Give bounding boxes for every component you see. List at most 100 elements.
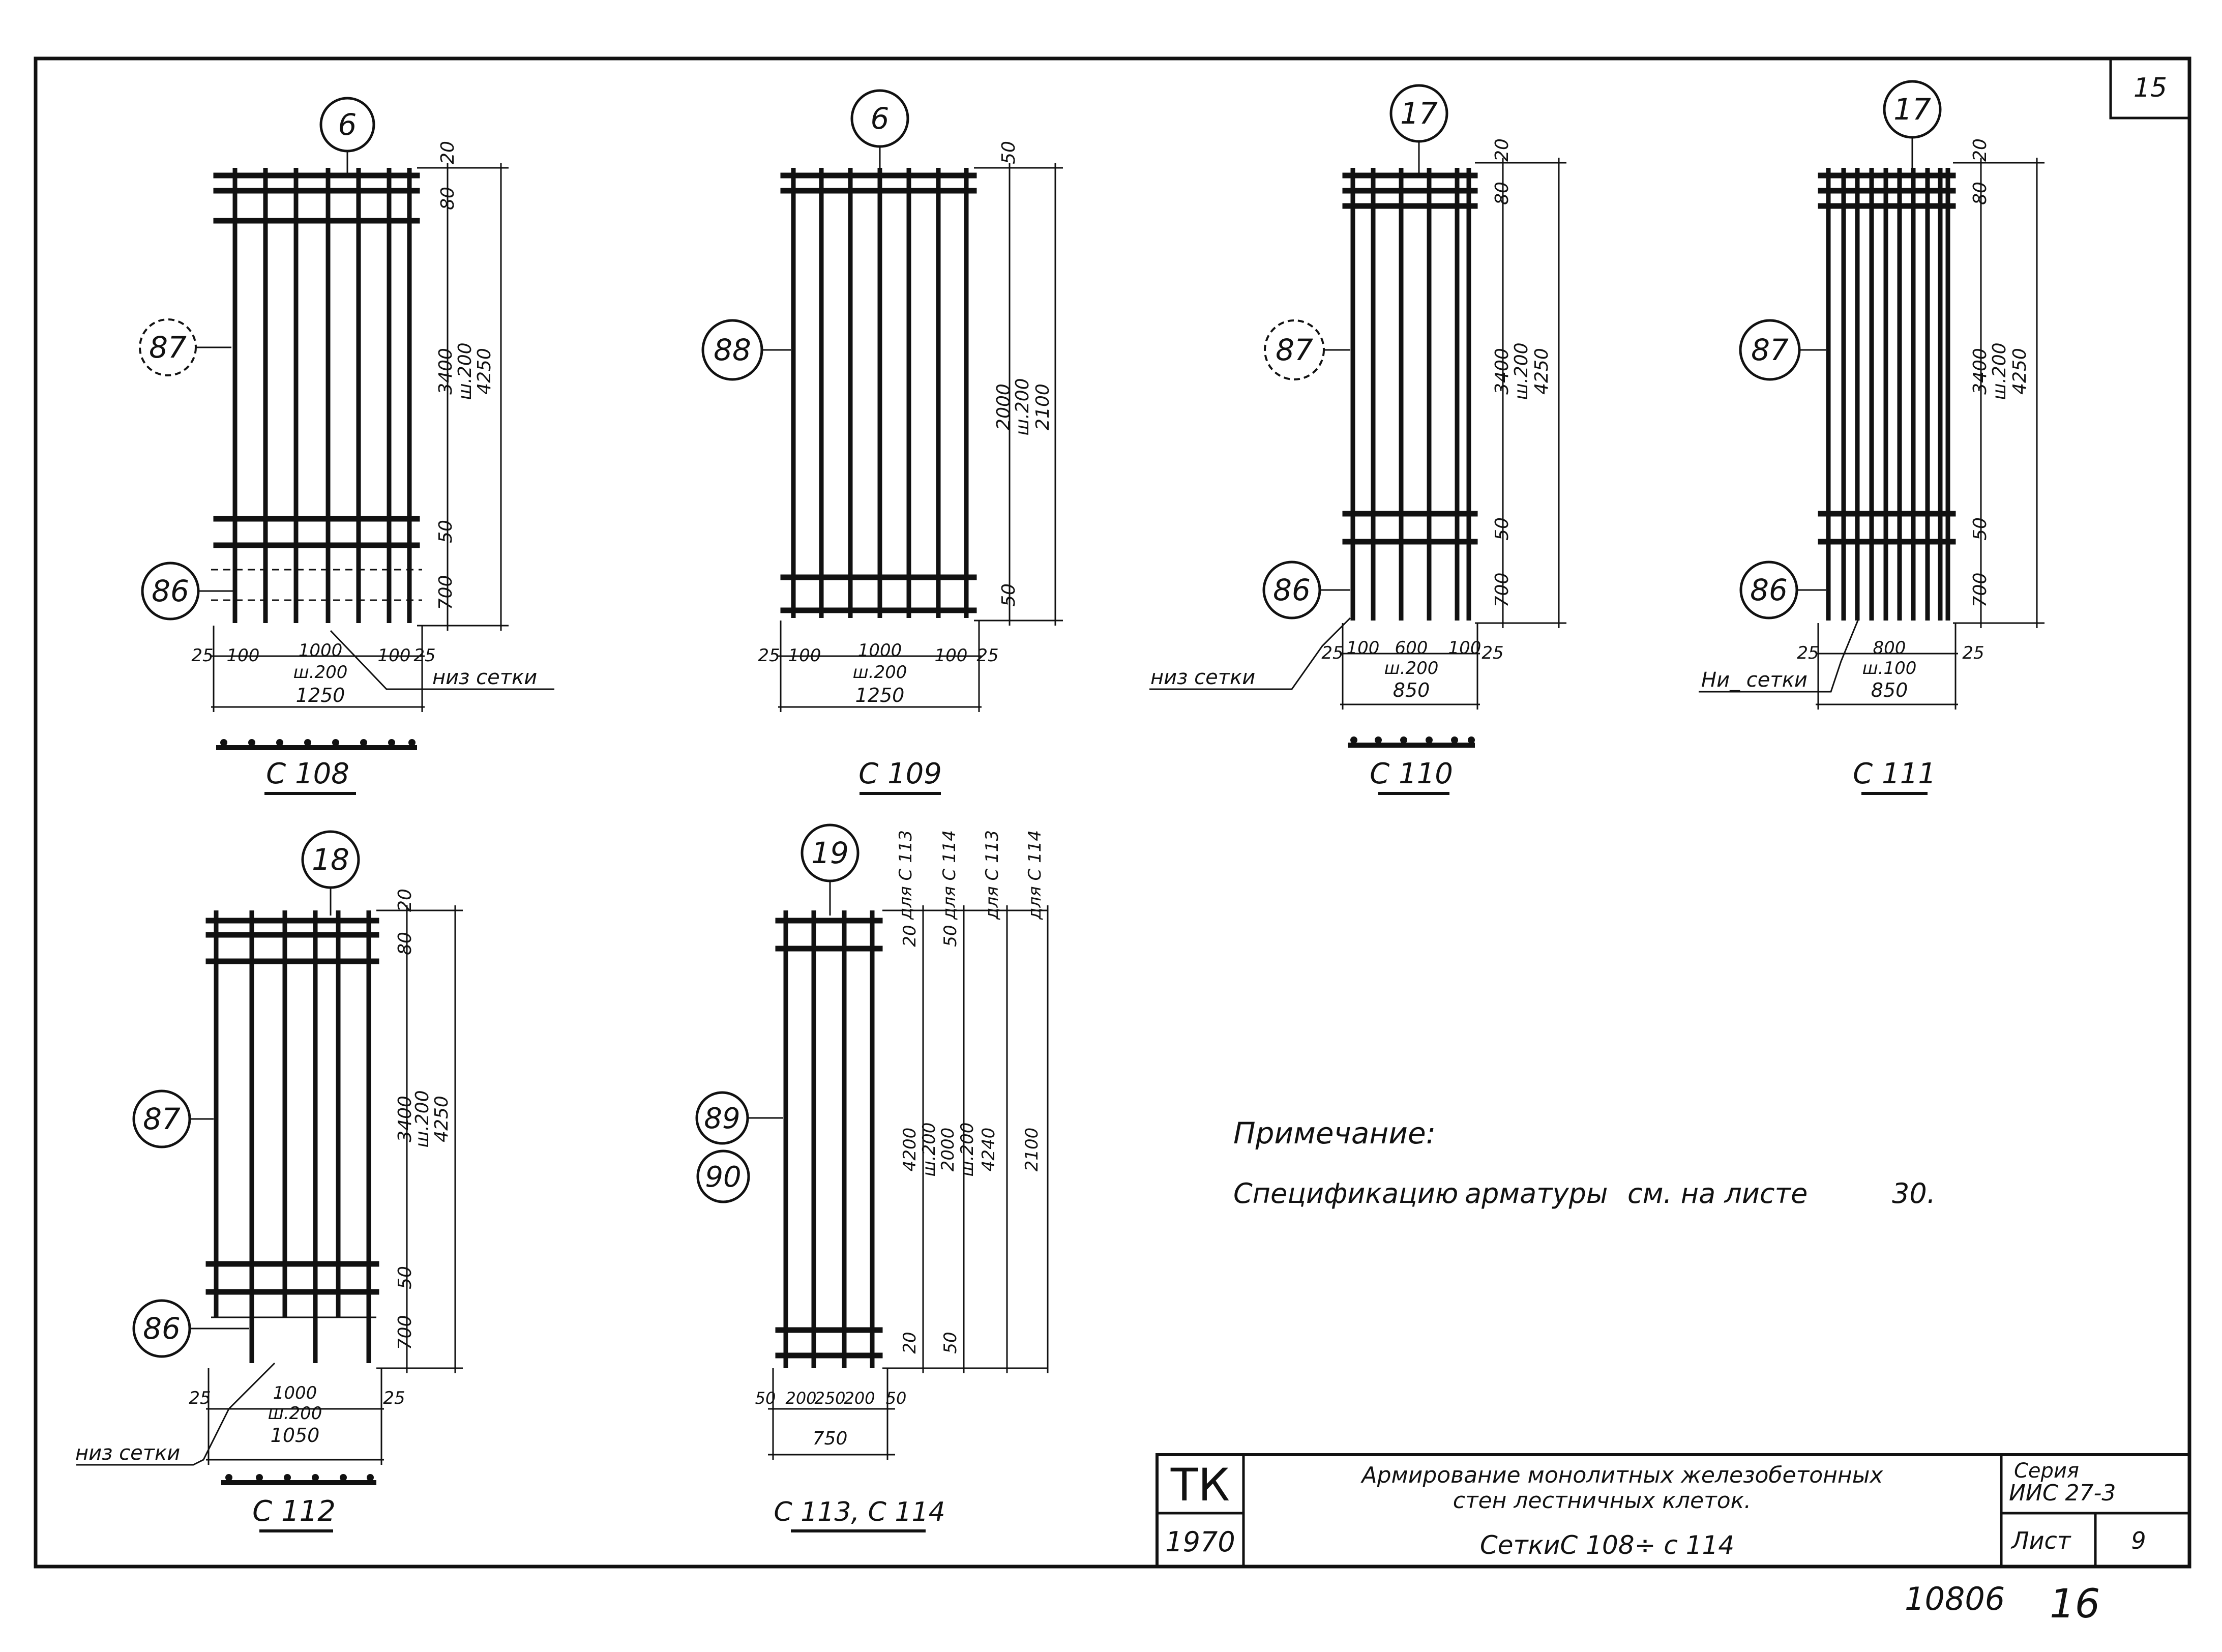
sheet-label: Лист (2010, 1527, 2071, 1554)
dim-label: 25 (976, 645, 998, 666)
mesh-c111 (1818, 168, 1956, 621)
dim-label: 750 (813, 1428, 848, 1449)
dim-label: 850 (1393, 679, 1430, 701)
marker-c112-side-1: 87 (132, 1089, 214, 1148)
dim-label: 50 (998, 141, 1019, 164)
mesh-symbol-c112 (221, 1474, 376, 1485)
dim-label: 20 (900, 1332, 920, 1353)
marker-c113-side-2: 90 (696, 1149, 750, 1203)
dimensions-c110: 20 80 3400 ш.200 4250 50 700 25 100 600 … (1149, 138, 1566, 710)
marker-label: 19 (811, 836, 849, 870)
dim-label: 80 (1970, 182, 1991, 205)
dim-label: 200 (844, 1389, 875, 1408)
archive-number: 10806 (1905, 1580, 2005, 1617)
dim-label: 700 (1492, 573, 1513, 608)
marker-label: 87 (1751, 333, 1789, 367)
dim-label: 25 (189, 1388, 211, 1408)
mesh-bottom-label: низ сетки (1150, 666, 1255, 689)
marker-label: 90 (705, 1161, 741, 1194)
marker-label: 17 (1893, 92, 1931, 127)
column-label: для С 113 (982, 830, 1002, 920)
marker-c109-top: 6 (850, 89, 909, 173)
mesh-caption-c109: С 109 (858, 757, 942, 790)
dim-label: 800 (1873, 638, 1906, 658)
dim-label: 4250 (2009, 348, 2030, 395)
dim-label: 3400 (1970, 348, 1991, 395)
dim-label: 250 (814, 1389, 845, 1408)
marker-c110-side-1: 87 (1264, 319, 1350, 380)
dim-label: 4240 (979, 1128, 999, 1172)
dim-label: 2000 (993, 383, 1014, 430)
column-label: для С 114 (939, 830, 960, 920)
dim-label: 20 (900, 925, 920, 947)
mesh-c108 (211, 168, 422, 623)
corner-box (2109, 58, 2189, 120)
mesh-bottom-label: низ сетки (432, 666, 537, 689)
note-block: Примечание: Спецификацию арматуры см. на… (1233, 1116, 1936, 1210)
dim-label: 20 (1492, 138, 1513, 162)
note-word: Спецификацию (1233, 1177, 1458, 1210)
mesh-c110 (1342, 168, 1478, 621)
dim-label: 50 (1970, 517, 1991, 541)
marker-c112-side-2: 86 (132, 1299, 249, 1358)
dimensions-c112: 20 80 3400 ш.200 4250 50 700 25 1000 ш.2… (75, 889, 463, 1466)
marker-c108-top: 6 (319, 97, 375, 173)
dim-label: 1050 (271, 1424, 320, 1447)
marker-label: 17 (1400, 96, 1438, 131)
dim-label: ш.200 (455, 342, 476, 400)
dim-label: 600 (1395, 638, 1428, 658)
series-label: Серия (2014, 1459, 2079, 1483)
marker-c112-top: 18 (301, 830, 360, 916)
dim-label: ш.200 (293, 662, 348, 683)
note-word: арматуры (1465, 1177, 1608, 1210)
mesh-symbol-c108 (216, 739, 417, 750)
dim-label: 80 (1492, 182, 1513, 205)
mesh-bottom-label: низ сетки (75, 1441, 180, 1465)
dim-label: 50 (755, 1389, 776, 1408)
marker-label: 87 (143, 1102, 181, 1136)
dim-label: 25 (1482, 643, 1503, 663)
marker-label: 18 (312, 842, 349, 877)
dim-label: 700 (1970, 573, 1991, 608)
dimensions-c113: для С 113 для С 114 для С 113 для С 114 … (755, 830, 1049, 1460)
mesh-c112 (205, 910, 379, 1363)
series-value: ИИС 27-3 (2009, 1480, 2116, 1506)
dim-label: 50 (886, 1389, 907, 1408)
dim-label: 3400 (395, 1096, 416, 1142)
dimensions-c108: 20 80 3400 ш.200 4250 50 700 25 100 1000… (191, 141, 554, 712)
mesh-c109 (780, 168, 977, 618)
dim-label: 100 (935, 645, 968, 666)
dim-label: 2100 (1022, 1128, 1042, 1172)
dim-label: 25 (191, 645, 213, 666)
dim-label: 80 (395, 932, 416, 955)
dim-label: 50 (435, 520, 456, 543)
dim-label: 200 (785, 1389, 816, 1408)
drawing-title-line2: стен лестничных клеток. (1453, 1488, 1751, 1514)
dim-label: ш.100 (1862, 658, 1917, 678)
dim-label: ш.200 (853, 662, 907, 683)
dim-label: 2100 (1032, 383, 1053, 430)
marker-c108-side-2: 86 (141, 562, 234, 621)
marker-label: 89 (704, 1102, 740, 1135)
marker-label: 87 (149, 330, 187, 365)
dim-label: ш.200 (412, 1090, 433, 1147)
dim-label: 20 (1970, 138, 1991, 162)
marker-label: 86 (152, 574, 189, 608)
dim-label: 2000 (938, 1128, 958, 1172)
marker-c110-side-2: 86 (1262, 560, 1350, 620)
sheet-corner-number: 15 (2134, 73, 2167, 103)
dim-label: 25 (1321, 643, 1343, 663)
marker-c111-side-1: 87 (1739, 319, 1826, 381)
dim-label: 50 (1492, 517, 1513, 541)
dim-label: 3400 (1492, 348, 1513, 395)
dim-label: 4250 (431, 1096, 452, 1142)
dim-label: 50 (395, 1266, 416, 1289)
dim-label: ш.200 (268, 1403, 322, 1424)
marker-label: 88 (714, 333, 751, 367)
marker-label: 6 (338, 107, 357, 142)
drawing-title-line1: Армирование монолитных железобетонных (1360, 1462, 1884, 1488)
dim-label: 3400 (435, 348, 456, 395)
mesh-symbol-c110 (1348, 736, 1475, 748)
dim-label: 20 (437, 141, 458, 164)
dim-label: 700 (435, 575, 456, 610)
